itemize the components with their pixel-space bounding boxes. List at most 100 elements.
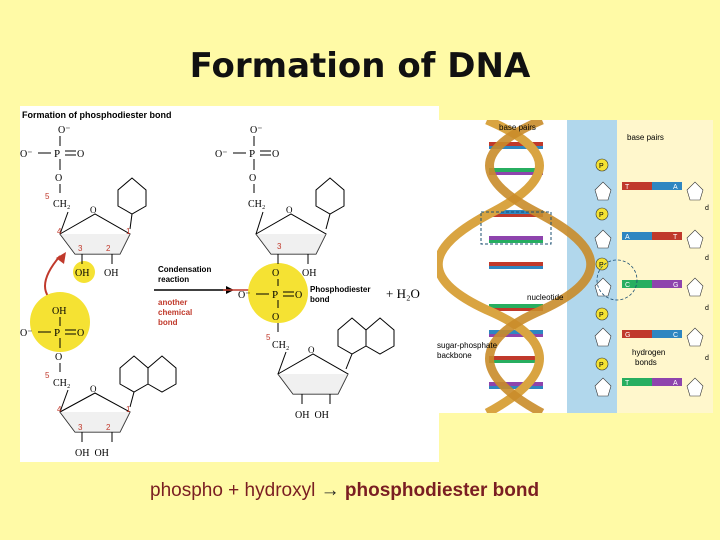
dna-helix-svg: base pairs base pairs nucleotide sugar-p… — [433, 115, 713, 417]
phosphodiester-highlight — [248, 263, 308, 323]
base-letter: T — [673, 234, 678, 241]
caption: phospho + hydroxyl → phosphodiester bond — [150, 480, 539, 502]
sugar-pentagon — [594, 181, 612, 201]
o-label: O — [55, 173, 62, 184]
sugar-pentagon — [686, 377, 704, 397]
sugar-pentagon — [594, 229, 612, 249]
o-label: O — [272, 312, 279, 323]
hydroxyl-highlight — [73, 261, 95, 283]
condensation-label: Condensation — [158, 265, 211, 274]
o-minus-label: O⁻ — [20, 149, 33, 160]
sugar-pentagon — [594, 277, 612, 297]
ch2-label: CH₂ — [53, 199, 70, 210]
carbon-4: 4 — [57, 405, 62, 414]
base-pairs-label-left: base pairs — [499, 123, 536, 132]
d-letter: d — [705, 205, 709, 212]
p-circle: P — [599, 212, 604, 219]
strand-detail: P P P P P T A A T C G G C T A d d d d hy… — [594, 158, 709, 397]
p-circle: P — [599, 312, 604, 319]
o-label: O — [249, 173, 256, 184]
helix-backbone-2 — [485, 115, 596, 417]
product-bond-label: bond — [310, 295, 330, 304]
o-minus-label: O⁻ — [20, 328, 33, 339]
base-ring — [117, 177, 147, 215]
carbon-5: 5 — [266, 333, 271, 342]
oh-label: OH — [52, 306, 66, 317]
base-letter: A — [625, 234, 630, 241]
nucleotide-circle — [596, 259, 638, 301]
o-minus-label: O⁻ — [250, 125, 263, 136]
o-minus-label: O⁻ — [238, 290, 251, 301]
water-label: + H₂O — [386, 286, 420, 301]
o-minus-label: O⁻ — [215, 149, 228, 160]
caption-arrow: → — [320, 480, 340, 501]
base-letter: G — [625, 332, 630, 339]
another-label: another — [158, 298, 187, 307]
p-circle: P — [599, 262, 604, 269]
ch2-label: CH₂ — [248, 199, 265, 210]
d-letter: d — [705, 305, 709, 312]
p-circle: P — [599, 163, 604, 170]
sugar-pentagon — [594, 377, 612, 397]
ch2-label: CH₂ — [272, 340, 289, 351]
phosphodiester-label: Phosphodiester — [310, 285, 370, 294]
p-label: P — [249, 148, 255, 160]
p-label: P — [272, 289, 278, 301]
carbon-4: 4 — [57, 227, 62, 236]
nucleotide-label: nucleotide — [527, 293, 564, 302]
carbon-5: 5 — [45, 192, 50, 201]
d-letter: d — [705, 255, 709, 262]
backbone-label-2: backbone — [437, 351, 472, 360]
oh-label: OH — [302, 268, 316, 279]
slide-title: Formation of DNA — [189, 46, 531, 86]
helix-backbone-1 — [433, 115, 544, 417]
base-letter: C — [673, 332, 678, 339]
left-top-phosphate: O⁻ O⁻ P O O — [20, 125, 84, 193]
oh-label: OH — [104, 268, 118, 279]
base-ring — [315, 177, 345, 215]
sugar-pentagon — [594, 327, 612, 347]
o-label: O — [272, 268, 279, 279]
ring-o-label: O — [90, 205, 97, 215]
base-letter: T — [625, 380, 630, 387]
base-pairs-label-right: base pairs — [627, 133, 664, 142]
strand-detail-background — [617, 120, 713, 413]
carbon-2: 2 — [106, 423, 111, 432]
carbon-3: 3 — [277, 242, 282, 251]
ring-o-label: O — [308, 345, 315, 355]
reaction-label: reaction — [158, 275, 189, 284]
carbon-3: 3 — [78, 423, 83, 432]
carbon-2: 2 — [106, 244, 111, 253]
ring-o-label: O — [90, 384, 97, 394]
dna-helix-diagram: base pairs base pairs nucleotide sugar-p… — [433, 115, 713, 417]
carbon-5: 5 — [45, 371, 50, 380]
oh-oh-label: OH OH — [295, 410, 329, 421]
backbone-label-1: sugar-phosphate — [437, 341, 498, 350]
base-ring — [119, 355, 149, 393]
caption-part1: phospho + hydroxyl — [150, 480, 321, 501]
hydrogen-label-2: bonds — [635, 358, 657, 367]
d-letter: d — [705, 355, 709, 362]
base-letter: G — [673, 282, 678, 289]
carbon-3: 3 — [78, 244, 83, 253]
carbon-1: 1 — [126, 405, 131, 414]
base-letter: A — [673, 380, 678, 387]
base-letter: T — [625, 184, 630, 191]
o-label: O — [272, 149, 279, 160]
o-label: O — [77, 149, 84, 160]
phosphodiester-diagram: Formation of phosphodiester bond O⁻ O⁻ P… — [20, 106, 439, 462]
o-label: O — [77, 328, 84, 339]
caption-part2: phosphodiester bond — [339, 480, 540, 501]
bond-label: bond — [158, 318, 178, 327]
base-pair-rungs — [489, 142, 543, 389]
base-letter: A — [673, 184, 678, 191]
ring-o-label: O — [286, 205, 293, 215]
chemical-label: chemical — [158, 308, 192, 317]
phosphodiester-svg: Formation of phosphodiester bond O⁻ O⁻ P… — [20, 110, 420, 459]
o-label: O — [295, 290, 302, 301]
o-minus-label: O⁻ — [58, 125, 71, 136]
carbon-1: 1 — [126, 227, 131, 236]
o-label: O — [55, 352, 62, 363]
base-ring — [337, 317, 367, 355]
ch2-label: CH₂ — [53, 378, 70, 389]
